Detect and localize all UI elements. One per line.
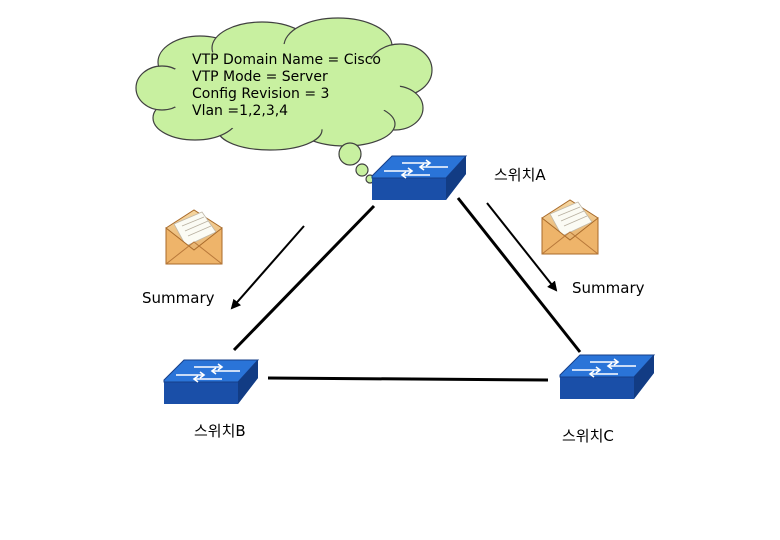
vtp-domain-line: VTP Domain Name = Cisco — [192, 52, 381, 68]
switch-a-label: 스위치A — [494, 166, 546, 184]
link-b-c — [267, 376, 549, 382]
switch-b-label: 스위치B — [194, 422, 246, 440]
vtp-mode-line: VTP Mode = Server — [192, 69, 328, 85]
vtp-info-cloud — [135, 17, 433, 184]
vtp-info-text: VTP Domain Name = Cisco VTP Mode = Serve… — [192, 52, 381, 120]
cloud-bubble-large — [338, 142, 362, 166]
switch-c-icon — [559, 354, 656, 399]
summary-label-right: Summary — [572, 279, 645, 297]
switch-c-label: 스위치C — [562, 427, 614, 445]
switch-b-icon — [163, 359, 260, 404]
summary-label-left: Summary — [142, 289, 215, 307]
switch-a-icon — [371, 155, 468, 200]
summary-arrow-left — [230, 225, 305, 310]
envelope-icon-left — [165, 209, 223, 265]
config-revision-line: Config Revision = 3 — [192, 86, 330, 102]
link-a-b — [232, 204, 376, 352]
cloud-bubble-medium — [355, 163, 369, 177]
envelope-icon-right — [541, 199, 599, 255]
link-a-c — [456, 197, 582, 353]
vlan-line: Vlan =1,2,3,4 — [192, 103, 289, 119]
summary-arrow-right — [486, 202, 558, 292]
